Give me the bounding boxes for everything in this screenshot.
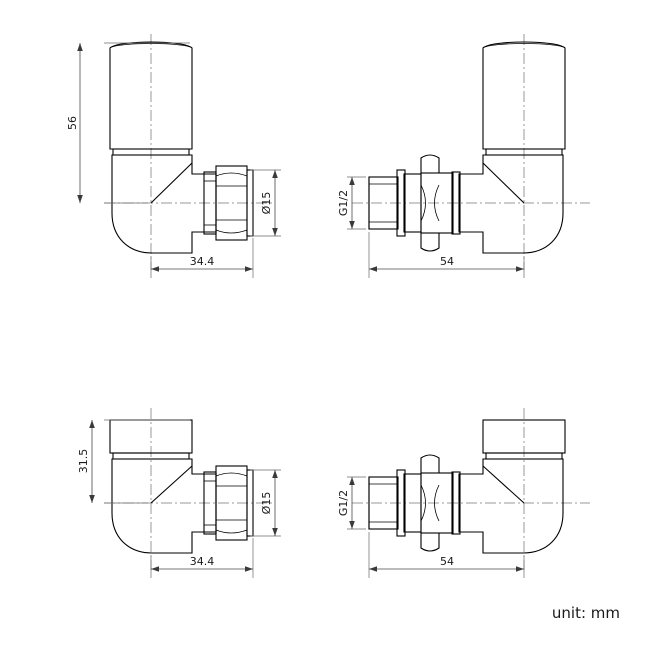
dim-label-height-56: 56: [66, 116, 79, 130]
nut-chamfer-arc-top: [215, 172, 248, 177]
arrow-54-right: [516, 566, 524, 572]
dim-label-thread-g12: G1/2: [337, 190, 350, 216]
view-bottom-right: G1/2 54: [337, 408, 590, 578]
valve-cap-domed: [482, 41, 566, 150]
inlet-collar: [451, 471, 461, 535]
nipple-shoulder: [403, 173, 422, 233]
nipple-flange: [396, 169, 406, 237]
hex-nut-corner-top: [420, 454, 440, 474]
arrow-344-left: [151, 566, 159, 572]
hex-nut-corner-top: [420, 154, 440, 174]
arrow-d15-bottom: [272, 528, 278, 536]
hex-nut-chamfer-arc-middle: [420, 484, 440, 522]
dim-label-length-344: 34.4: [190, 555, 215, 568]
arrow-54-left: [369, 266, 377, 272]
inlet-collar: [451, 171, 461, 235]
nipple-shoulder: [403, 473, 422, 533]
arrow-54-left: [369, 566, 377, 572]
view-top-right: G1/2 54: [337, 34, 590, 278]
arrow-54-right: [516, 266, 524, 272]
arrow-344-left: [151, 266, 159, 272]
hex-nut-corner-bottom: [420, 532, 440, 552]
elbow-chamfer-line: [150, 162, 193, 204]
elbow-chamfer-line: [150, 465, 193, 504]
cap-dome-seam: [482, 43, 566, 49]
elbow-chamfer-line: [482, 465, 525, 504]
nut-chamfer-arc-bottom: [215, 229, 248, 234]
dim-label-length-344: 34.4: [190, 255, 215, 268]
dim-label-diameter-15: Ø15: [260, 492, 273, 515]
view-bottom-left: 31.5 34.4 Ø15: [77, 408, 281, 578]
arrow-g12-bottom: [349, 221, 355, 229]
valve-elbow-body: [458, 458, 564, 554]
elbow-chamfer-line: [482, 162, 525, 204]
arrow-d15-top: [272, 170, 278, 178]
unit-note: unit: mm: [552, 604, 620, 622]
nut-chamfer-arc-bottom: [215, 529, 248, 534]
cap-dome-seam: [109, 43, 193, 49]
dim-label-thread-g12: G1/2: [337, 490, 350, 516]
dim-label-diameter-15: Ø15: [260, 192, 273, 215]
hex-nut-corner-bottom: [420, 232, 440, 252]
arrow-d15-bottom: [272, 228, 278, 236]
arrow-g12-top: [349, 177, 355, 185]
dim-label-length-54: 54: [440, 255, 454, 268]
arrow-315-top: [89, 420, 95, 428]
view-top-left: 56 34.4 Ø15: [66, 34, 281, 278]
arrow-d15-top: [272, 470, 278, 478]
arrow-344-right: [245, 266, 253, 272]
valve-elbow-body: [458, 154, 564, 254]
arrow-56-bottom: [77, 195, 83, 203]
arrow-56-top: [77, 43, 83, 51]
arrow-315-bottom: [89, 495, 95, 503]
dim-label-length-54: 54: [440, 555, 454, 568]
arrow-344-right: [245, 566, 253, 572]
arrow-g12-top: [349, 477, 355, 485]
nut-chamfer-arc-top: [215, 472, 248, 477]
arrow-g12-bottom: [349, 521, 355, 529]
hex-nut-chamfer-arc-middle: [420, 184, 440, 222]
nipple-flange: [396, 469, 406, 537]
dim-label-height-315: 31.5: [77, 449, 90, 474]
valve-cap-domed: [109, 41, 193, 150]
